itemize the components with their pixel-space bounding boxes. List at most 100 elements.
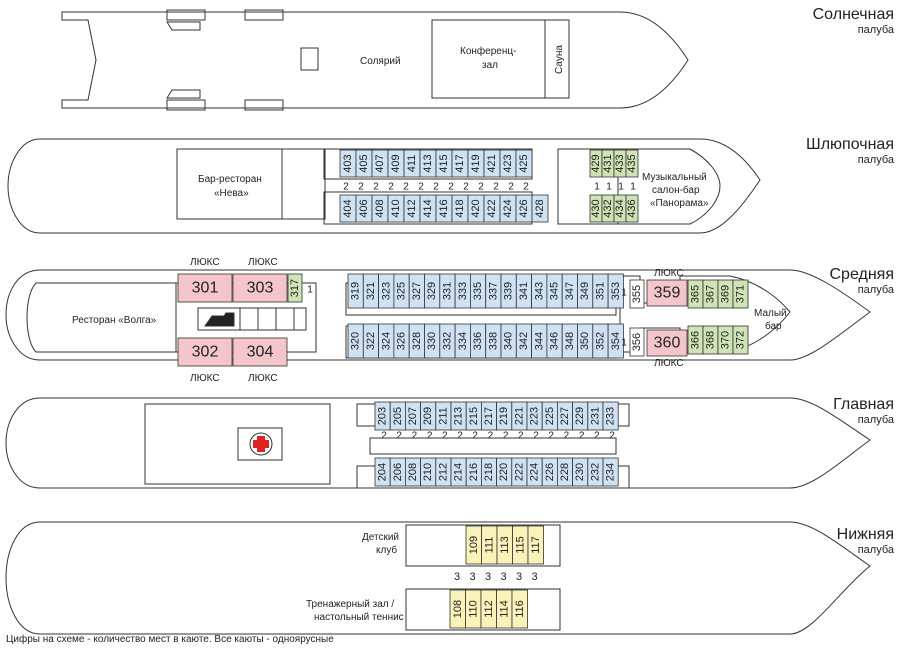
beds-main-3: 2 [427, 431, 433, 442]
beds-boat-1: 2 [358, 182, 364, 193]
beds-main-13: 2 [579, 431, 585, 442]
cabin-331-number: 331 [441, 282, 453, 300]
cabin-213-number: 213 [453, 407, 465, 425]
cabin-359-cell[interactable] [646, 279, 688, 307]
cabin-117-cell[interactable] [527, 525, 544, 565]
cabin-109-number: 109 [468, 536, 480, 554]
cabin-355-cell[interactable] [629, 279, 645, 309]
lux-label-360: ЛЮКС [654, 358, 684, 369]
cabin-334-number: 334 [457, 332, 469, 350]
beds-main-1: 2 [396, 431, 402, 442]
cabin-320-number: 320 [350, 332, 362, 350]
cabin-426-number: 426 [518, 199, 530, 217]
cabin-419-number: 419 [470, 154, 482, 172]
sauna-label: Сауна [553, 45, 565, 74]
beds-boat-8: 2 [463, 182, 469, 193]
cabin-328-number: 328 [411, 332, 423, 350]
cabin-366-number: 366 [690, 331, 702, 349]
cabin-225-number: 225 [544, 407, 556, 425]
cabin-215-number: 215 [468, 407, 480, 425]
cabin-302-cell[interactable] [177, 337, 233, 367]
cabin-303-cell[interactable] [232, 273, 288, 303]
cabin-433-number: 433 [614, 154, 626, 172]
beds-boat-0: 2 [343, 182, 349, 193]
cabin-354-cell[interactable] [607, 323, 624, 359]
cabin-301-cell[interactable] [177, 273, 233, 303]
cabin-329-number: 329 [426, 282, 438, 300]
cabin-429-number: 429 [590, 154, 602, 172]
kids-club-label-1: Детский [362, 532, 400, 543]
cabin-425-cell[interactable] [515, 149, 533, 178]
cabin-304-number: 304 [247, 344, 274, 361]
cabin-321-number: 321 [365, 282, 377, 300]
cabin-431-number: 431 [602, 154, 614, 172]
cabin-432-number: 432 [602, 199, 614, 217]
cabin-304-cell[interactable] [232, 337, 288, 367]
cabin-302-number: 302 [192, 344, 219, 361]
cabin-234-number: 234 [605, 463, 617, 481]
beds-boat-10: 2 [493, 182, 499, 193]
gym-label-2: настольный теннис [314, 612, 404, 623]
beds-main-7: 2 [488, 431, 494, 442]
cabin-372-cell[interactable] [732, 325, 749, 355]
cabin-414-number: 414 [422, 199, 434, 217]
cabin-224-number: 224 [529, 463, 541, 481]
cabin-360-cell[interactable] [646, 329, 688, 357]
boat-deck [7, 138, 761, 234]
cabin-317-cell[interactable] [287, 273, 303, 303]
cabin-340-number: 340 [503, 332, 515, 350]
cabin-116-number: 116 [514, 600, 526, 618]
beds-pano-0: 1 [594, 182, 600, 193]
cabin-425-number: 425 [518, 154, 530, 172]
cabin-208-number: 208 [407, 463, 419, 481]
cabin-436-cell[interactable] [625, 194, 639, 223]
cabin-227-number: 227 [559, 407, 571, 425]
cabin-301-number: 301 [192, 280, 219, 297]
cabin-218-number: 218 [483, 463, 495, 481]
bar-neva-label-2: «Нева» [214, 188, 249, 199]
cabin-303-number: 303 [247, 280, 274, 297]
lux-label-304: ЛЮКС [248, 373, 278, 384]
lux-label-359: ЛЮКС [654, 268, 684, 279]
cabin-111-number: 111 [483, 537, 495, 554]
cabin-327-number: 327 [411, 282, 423, 300]
beds-lower-3: 3 [500, 571, 506, 583]
cabin-356-cell[interactable] [629, 327, 645, 357]
cabin-233-cell[interactable] [602, 401, 619, 431]
cabin-420-number: 420 [470, 199, 482, 217]
cabin-344-number: 344 [533, 332, 545, 350]
beds-main-2: 2 [412, 431, 418, 442]
solarium-label: Солярий [360, 56, 401, 67]
cabin-234-cell[interactable] [602, 457, 619, 487]
beds-317: 1 [307, 285, 313, 296]
small-bar-label-1: Малый [754, 308, 787, 319]
cabin-435-cell[interactable] [625, 149, 639, 178]
beds-boat-9: 2 [478, 182, 484, 193]
cabin-112-number: 112 [483, 600, 495, 618]
beds-main-6: 2 [472, 431, 478, 442]
cabin-336-number: 336 [472, 332, 484, 350]
cabin-371-number: 371 [735, 285, 747, 303]
bar-neva-label-1: Бар-ресторан [198, 174, 262, 185]
cabin-222-number: 222 [513, 463, 525, 481]
cabin-356-number: 356 [631, 333, 643, 351]
cabin-333-number: 333 [457, 282, 469, 300]
cabin-371-cell[interactable] [732, 279, 749, 309]
beds-boat-11: 2 [508, 182, 514, 193]
cabin-428-cell[interactable] [531, 194, 549, 223]
cabin-116-cell[interactable] [511, 589, 528, 629]
cabin-369-number: 369 [720, 285, 732, 303]
cabin-353-cell[interactable] [607, 273, 624, 309]
cabin-203-number: 203 [377, 407, 389, 425]
cabin-350-number: 350 [579, 332, 591, 350]
cabin-434-number: 434 [614, 199, 626, 217]
restaurant-volga-label: Ресторан «Волга» [72, 315, 157, 326]
cabin-359-number: 359 [654, 285, 681, 302]
sun-deck [61, 9, 689, 111]
cabin-436-number: 436 [626, 199, 638, 217]
cabin-230-number: 230 [574, 463, 586, 481]
beds-main-4: 2 [442, 431, 448, 442]
cabin-117-number: 117 [530, 536, 542, 554]
beds-pano-1: 1 [606, 182, 612, 193]
